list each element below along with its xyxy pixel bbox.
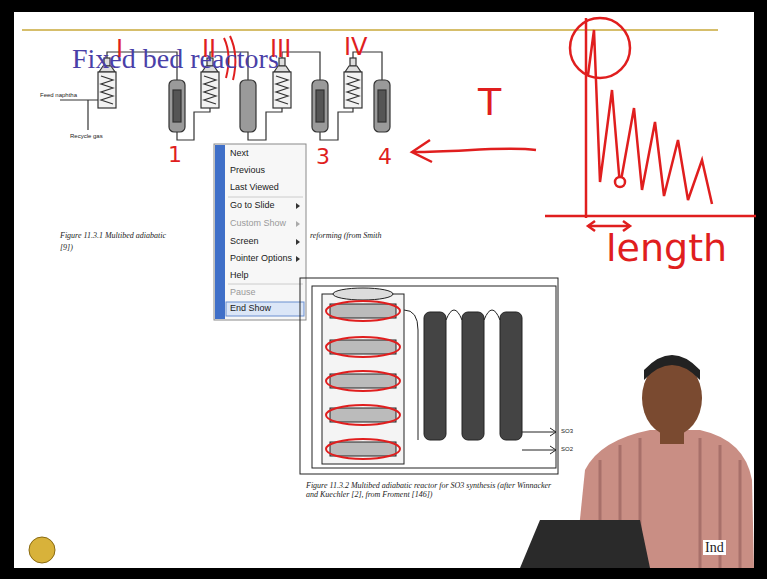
institute-name: Ind <box>703 540 726 555</box>
stream-label: Recycle gas <box>70 133 103 140</box>
roman-numeral: III <box>270 36 291 62</box>
menu-item: Next <box>230 149 249 159</box>
axis-label: T <box>478 82 501 124</box>
institute-logo <box>29 537 55 563</box>
menu-item: Screen <box>230 237 259 247</box>
stream-label: SO3 <box>561 428 573 435</box>
figure-caption: Figure 11.3.2 Multibed adiabatic reactor… <box>306 482 556 500</box>
ink-arrow <box>412 140 536 162</box>
callout-number: 3 <box>316 145 330 169</box>
so3-converter <box>300 278 558 474</box>
furnace-IV <box>344 58 362 108</box>
menu-item: End Show <box>230 304 271 314</box>
menu-item: Custom Show <box>230 219 286 229</box>
stream-label: SO2 <box>561 446 573 453</box>
figure-caption: Figure 11.3.1 Multibed adiabatic <box>60 232 166 241</box>
menu-item: Go to Slide <box>230 201 275 211</box>
context-menu <box>214 144 306 320</box>
slide-title: Fixed bed reactors <box>72 44 279 75</box>
roman-numeral: I <box>116 36 123 62</box>
menu-item: Pause <box>230 288 256 298</box>
axis-label: length <box>606 228 727 270</box>
menu-item: Previous <box>230 166 265 176</box>
roman-numeral: II <box>202 36 216 62</box>
slide-ground <box>14 12 754 568</box>
callout-number: 1 <box>168 143 182 167</box>
menu-item: Help <box>230 271 249 281</box>
title-rule <box>22 29 718 31</box>
figure-caption: reforming (from Smith <box>310 232 381 241</box>
roman-numeral: IV <box>344 34 368 60</box>
menu-item: Pointer Options <box>230 254 292 264</box>
stream-label: Feed naphtha <box>40 92 77 99</box>
menu-item: Last Viewed <box>230 183 279 193</box>
temperature-profile-sketch <box>545 18 756 231</box>
callout-number: 4 <box>378 145 392 169</box>
ink-ovals <box>326 301 400 459</box>
presenter <box>520 355 754 568</box>
figure-caption: [9]) <box>60 244 73 253</box>
